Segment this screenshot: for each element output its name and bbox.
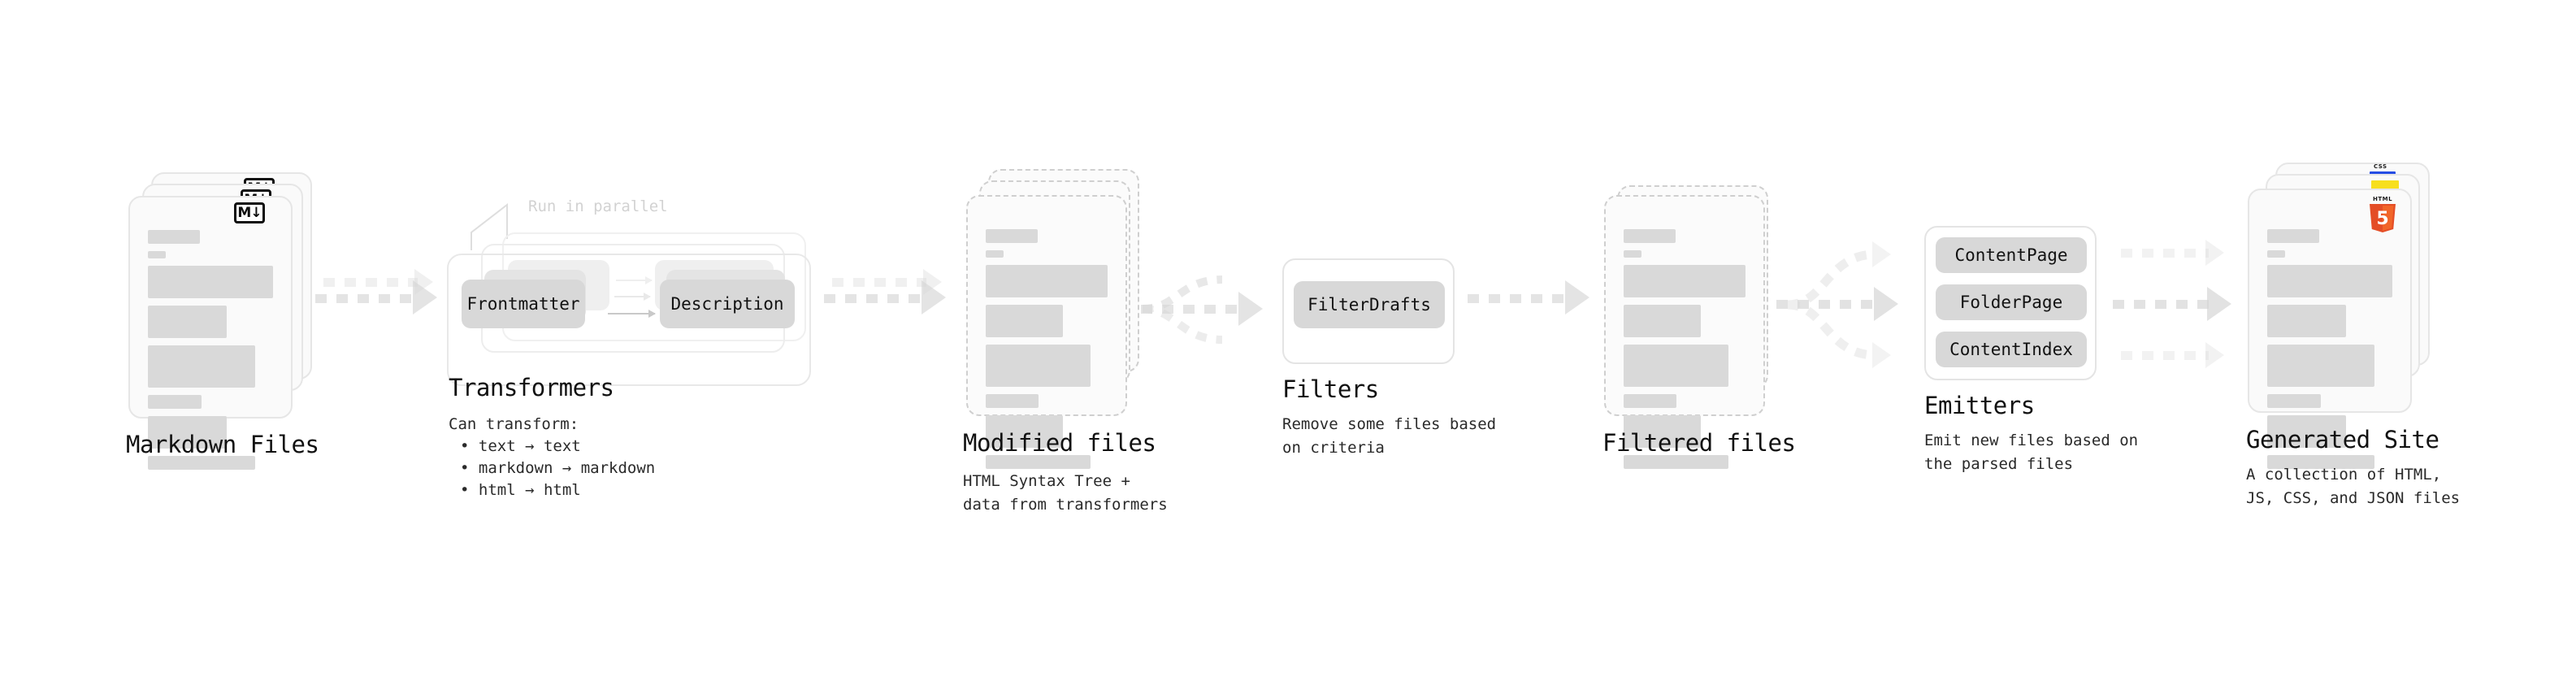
- generated-site-subtitle: A collection of HTML, JS, CSS, and JSON …: [2246, 466, 2461, 507]
- markdown-badge-icon-front: M↓: [234, 202, 265, 223]
- arrow-dash-top: [2121, 249, 2209, 258]
- content-bar: [148, 345, 256, 388]
- content-bar: [148, 416, 228, 449]
- content-bar: [986, 265, 1108, 297]
- arrow-dash: [832, 278, 926, 287]
- content-bar: [148, 230, 200, 244]
- markdown-file-content: [148, 230, 273, 470]
- arrow-dash: [824, 294, 925, 303]
- css-badge-label: CSS: [2374, 163, 2387, 170]
- emitters-subtitle: Emit new files based on the parsed files: [1924, 432, 2139, 473]
- content-bar: [2267, 265, 2392, 297]
- transformers-bullet-2: • html → html: [460, 481, 581, 499]
- contentpage-chip[interactable]: ContentPage: [1936, 237, 2087, 273]
- transformers-bullet-1: • markdown → markdown: [460, 459, 656, 477]
- filtered-file-card-front: [1604, 195, 1765, 469]
- markdown-files-title: Markdown Files: [126, 431, 319, 458]
- content-bar: [2267, 305, 2347, 337]
- frontmatter-chip[interactable]: Frontmatter: [462, 280, 585, 328]
- content-bar: [986, 394, 1039, 408]
- content-bar: [148, 266, 273, 298]
- modified-file-card-front: [966, 195, 1127, 469]
- arrow-head-bottom: [2205, 342, 2224, 368]
- content-bar: [148, 251, 166, 258]
- arrow-head: [922, 280, 946, 314]
- modified-file-content: [986, 229, 1108, 469]
- transformers-title: Transformers: [449, 374, 614, 401]
- emitters-title: Emitters: [1924, 392, 2035, 419]
- content-bar: [148, 456, 256, 470]
- filtered-files-title: Filtered files: [1602, 429, 1796, 457]
- folderpage-chip[interactable]: FolderPage: [1936, 284, 2087, 320]
- arrow-dash-mid: [2113, 300, 2210, 309]
- content-bar: [1624, 345, 1728, 387]
- content-bar: [1624, 394, 1676, 408]
- arrow-dash: [1776, 300, 1880, 309]
- arrow-dash-bottom: [2121, 351, 2209, 360]
- arrow-fan-curves: [1787, 249, 1876, 360]
- arrow-dash: [1141, 305, 1242, 314]
- arrow-head-top: [2205, 240, 2224, 266]
- site-file-content: [2267, 229, 2392, 469]
- content-bar: [986, 455, 1091, 469]
- content-bar: [1624, 265, 1746, 297]
- generated-site-title: Generated Site: [2246, 426, 2439, 453]
- content-bar: [2267, 345, 2375, 387]
- filterdrafts-chip[interactable]: FilterDrafts: [1294, 281, 1445, 328]
- content-bar: [1624, 455, 1728, 469]
- transform-arrow-back: [616, 276, 653, 284]
- content-bar: [1624, 250, 1641, 258]
- svg-text:HTML: HTML: [2373, 196, 2392, 202]
- arrow-dash: [323, 278, 418, 287]
- run-in-parallel-label: Run in parallel: [528, 197, 668, 215]
- arrow-head-top: [1872, 241, 1891, 267]
- content-bar: [2267, 394, 2322, 408]
- arrow-head: [1238, 292, 1263, 326]
- markdown-file-card-front: [128, 196, 293, 470]
- content-bar: [2267, 250, 2285, 258]
- svg-text:5: 5: [2376, 209, 2388, 229]
- run-in-parallel-leader: [471, 202, 508, 250]
- html5-badge-icon: HTML 5: [2370, 196, 2396, 232]
- content-bar: [148, 306, 228, 338]
- site-file-card-front: [2248, 189, 2412, 469]
- modified-files-subtitle: HTML Syntax Tree + data from transformer…: [963, 472, 1168, 514]
- content-bar: [986, 305, 1063, 337]
- content-bar: [986, 250, 1004, 258]
- arrow-dash: [315, 294, 416, 303]
- transformers-bullet-0: • text → text: [460, 437, 581, 455]
- transform-arrow-mid: [614, 293, 651, 301]
- content-bar: [986, 345, 1091, 387]
- content-bar: [1624, 305, 1701, 337]
- arrow-head-mid: [1874, 287, 1898, 321]
- modified-files-title: Modified files: [963, 429, 1156, 457]
- filtered-file-content: [1624, 229, 1746, 469]
- content-bar: [148, 395, 202, 409]
- transformers-group-box: [447, 254, 811, 386]
- arrow-head-mid: [2207, 287, 2231, 321]
- content-bar: [2267, 455, 2375, 469]
- content-bar: [2267, 229, 2319, 243]
- arrow-head: [413, 280, 437, 314]
- arrow-dash: [1468, 294, 1568, 303]
- arrow-head-bottom: [1872, 342, 1891, 368]
- transform-arrow-front: [608, 310, 656, 318]
- description-chip[interactable]: Description: [660, 280, 795, 328]
- transformers-subtitle: Can transform:: [449, 415, 579, 433]
- content-bar: [1624, 229, 1676, 243]
- filters-title: Filters: [1282, 375, 1379, 403]
- filters-subtitle: Remove some files based on criteria: [1282, 415, 1497, 457]
- content-bar: [986, 229, 1038, 243]
- arrow-head: [1565, 280, 1589, 314]
- content-bar: [986, 415, 1063, 448]
- contentindex-chip[interactable]: ContentIndex: [1936, 332, 2087, 367]
- content-bar: [1624, 415, 1701, 448]
- content-bar: [2267, 415, 2347, 448]
